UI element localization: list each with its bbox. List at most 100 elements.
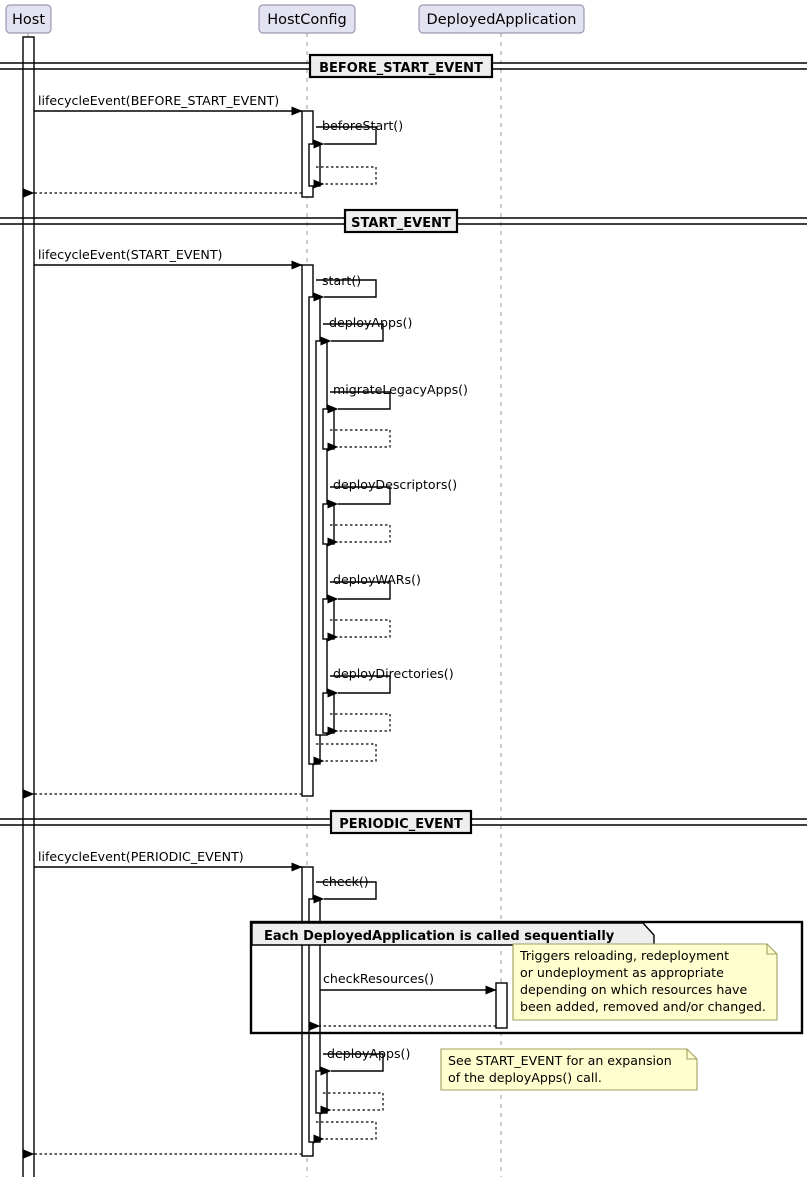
- divider-label: START_EVENT: [351, 216, 451, 231]
- message-arrow: [327, 713, 391, 736]
- message-label: deployApps(): [327, 1046, 410, 1061]
- message-label: migrateLegacyApps(): [333, 382, 468, 397]
- message-m16: [313, 743, 377, 766]
- message-m10: deployDescriptors(): [327, 477, 457, 509]
- message-m9: [327, 429, 391, 452]
- participant-box[interactable]: [258, 4, 356, 34]
- message-arrow: [327, 486, 391, 509]
- note-n1: Triggers reloading, redeployment or undep…: [512, 943, 778, 1021]
- message-arrow: [313, 881, 377, 904]
- message-m11: [327, 524, 391, 547]
- note-line: been added, removed and/or changed.: [520, 999, 766, 1014]
- message-m8: migrateLegacyApps(): [327, 382, 468, 414]
- message-arrow: [327, 619, 391, 642]
- message-m24: [313, 1121, 377, 1144]
- messages-layer: lifecycleEvent(BEFORE_START_EVENT)before…: [23, 93, 497, 1159]
- activation-bar: [308, 143, 321, 187]
- note-body: [512, 943, 778, 1021]
- divider-0: BEFORE_START_EVENT: [0, 53, 807, 79]
- message-label: deployDirectories(): [333, 666, 454, 681]
- message-arrow: [320, 323, 384, 346]
- message-arrow: [327, 581, 391, 604]
- note-line: or undeployment as appropriate: [520, 965, 724, 980]
- message-m5: lifecycleEvent(START_EVENT): [34, 247, 303, 270]
- message-m2: beforeStart(): [313, 118, 403, 149]
- message-m22: deployApps(): [320, 1046, 410, 1076]
- message-m18: lifecycleEvent(PERIODIC_EVENT): [34, 849, 303, 872]
- note-line: depending on which resources have: [520, 982, 748, 997]
- message-label: deployDescriptors(): [333, 477, 457, 492]
- message-m7: deployApps(): [320, 315, 412, 346]
- group-header: [251, 922, 655, 946]
- participants-layer: Host HostConfig DeployedApplication: [5, 4, 585, 34]
- note-line: Triggers reloading, redeployment: [519, 948, 729, 963]
- participant-label: DeployedApplication: [427, 12, 577, 28]
- divider-label: BEFORE_START_EVENT: [319, 61, 483, 76]
- divider-1: START_EVENT: [0, 208, 807, 234]
- message-label: start(): [322, 273, 361, 288]
- note-fold-icon: [686, 1049, 697, 1060]
- activation-bar: [322, 503, 335, 545]
- divider-box: [329, 809, 473, 835]
- divider-2: PERIODIC_EVENT: [0, 809, 807, 835]
- message-arrow: [313, 1121, 377, 1144]
- message-m19: check(): [313, 874, 377, 904]
- activation-bar: [322, 692, 335, 734]
- activation-bar: [322, 408, 335, 450]
- message-arrow: [327, 675, 391, 698]
- message-arrow: [327, 524, 391, 547]
- message-arrow: [320, 1053, 384, 1076]
- lifelines-layer: [27, 33, 502, 1177]
- participant-label: Host: [12, 12, 45, 28]
- message-label: lifecycleEvent(START_EVENT): [38, 247, 222, 262]
- groups-layer: Each DeployedApplication is called seque…: [249, 920, 804, 1035]
- message-arrow: [313, 743, 377, 766]
- note-body: [440, 1048, 698, 1091]
- message-m3: [313, 166, 377, 189]
- message-m23: [320, 1092, 384, 1115]
- message-m15: [327, 713, 391, 736]
- notes-layer: Triggers reloading, redeployment or undep…: [440, 943, 778, 1091]
- group-frame: [249, 920, 804, 1035]
- message-label: beforeStart(): [322, 118, 403, 133]
- activation-bar: [22, 36, 35, 1177]
- message-arrow: [327, 391, 391, 414]
- participant-label: HostConfig: [267, 12, 347, 28]
- activation-bar: [495, 982, 508, 1029]
- note-line: of the deployApps() call.: [448, 1070, 602, 1085]
- note-n2: See START_EVENT for an expansion of the d…: [440, 1048, 698, 1091]
- activation-bars-layer: [22, 36, 508, 1177]
- activation-bar: [315, 1070, 328, 1114]
- divider-label: PERIODIC_EVENT: [339, 817, 463, 832]
- participant-deployedapp[interactable]: DeployedApplication: [418, 4, 585, 34]
- note-fold-icon: [766, 944, 777, 955]
- message-arrow: [313, 126, 377, 149]
- participant-hostconfig[interactable]: HostConfig: [258, 4, 356, 34]
- group-g1: Each DeployedApplication is called seque…: [249, 920, 804, 1035]
- divider-box: [343, 208, 459, 234]
- message-arrow: [327, 429, 391, 452]
- participant-box[interactable]: [5, 4, 52, 34]
- message-label: checkResources(): [323, 971, 434, 986]
- message-m12: deployWARs(): [327, 572, 421, 604]
- message-label: lifecycleEvent(PERIODIC_EVENT): [38, 849, 244, 864]
- message-arrow: [320, 1092, 384, 1115]
- message-m1: lifecycleEvent(BEFORE_START_EVENT): [34, 93, 303, 116]
- message-m14: deployDirectories(): [327, 666, 454, 698]
- participant-box[interactable]: [418, 4, 585, 34]
- message-label: deployApps(): [329, 315, 412, 330]
- message-label: deployWARs(): [333, 572, 421, 587]
- divider-box: [308, 53, 494, 79]
- participant-host[interactable]: Host: [5, 4, 52, 34]
- message-m6: start(): [313, 273, 377, 302]
- message-arrow: [313, 166, 377, 189]
- note-line: See START_EVENT for an expansion: [448, 1053, 672, 1068]
- message-label: check(): [322, 874, 369, 889]
- message-arrow: [313, 279, 377, 302]
- activation-bar: [322, 598, 335, 640]
- message-m13: [327, 619, 391, 642]
- group-label: Each DeployedApplication is called seque…: [264, 929, 615, 944]
- message-label: lifecycleEvent(BEFORE_START_EVENT): [38, 93, 279, 108]
